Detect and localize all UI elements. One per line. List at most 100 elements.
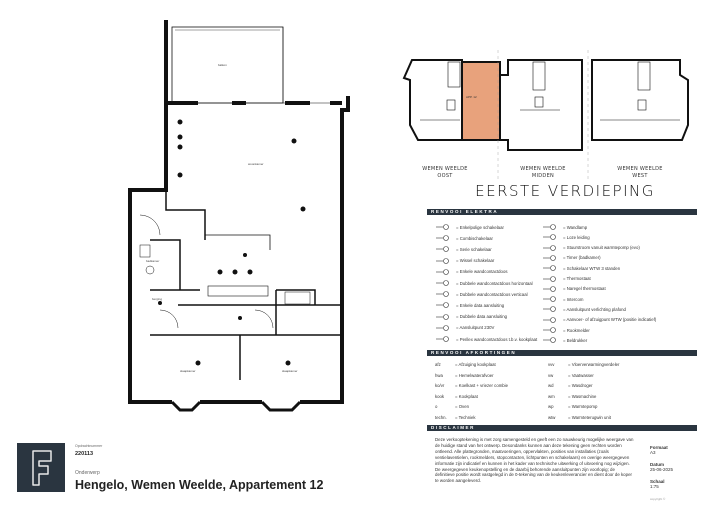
abbr-value: = Warmteterugwin unit xyxy=(568,414,611,420)
legend-item: = Schakelaar WTW 3 standen xyxy=(542,264,620,272)
legend-item-label: = Aanvoer- of afzuigpunt WTW (positie in… xyxy=(563,317,657,323)
abbr-value: = Hemelwaterafvoer xyxy=(455,372,494,378)
legend-item: = Combischakelaar xyxy=(435,234,493,242)
legend-item-label: = Perilex wandcontactdoos t.b.v. kookpla… xyxy=(456,336,538,342)
legend-abbr-header: RENVOOI AFKORTINGEN xyxy=(427,350,697,356)
abbr-value: = Wasdroger xyxy=(568,383,593,388)
legend-item-label: = Dubbele wandcontactdoos verticaal xyxy=(456,291,528,297)
abbr-item: wp = Warmtepomp xyxy=(548,404,597,409)
legend-item: = Stuurstroom vanuit warmtepomp (evo) xyxy=(542,244,640,252)
abbr-value: = Koelkast + vriezer combie xyxy=(455,383,509,388)
legend-item-label: = Stuurstroom vanuit warmtepomp (evo) xyxy=(563,245,640,251)
legend-item-label: = Enkele data aansluiting xyxy=(456,302,505,308)
balcony-outline xyxy=(171,26,284,104)
legend-item-label: = Intercom xyxy=(563,296,584,302)
legend-item: = Enkele data aansluiting xyxy=(435,301,504,309)
legend-item: = Wandlamp xyxy=(542,223,587,231)
legend-symbol-icon xyxy=(543,337,556,344)
legend-item: = Aansluitpunt 230V xyxy=(435,324,494,332)
abbr-item: wm = Wasmachine xyxy=(548,394,596,399)
legend-item: = Wissel schakelaar xyxy=(435,257,494,265)
legend-item-label: = Wandlamp xyxy=(563,224,588,230)
legend-item-label: = Rookmelder xyxy=(563,327,590,333)
abbr-value: = Wasmachine xyxy=(568,393,597,399)
legend-item-label: = Naregel thermostaat xyxy=(563,286,606,292)
abbr-key: kook xyxy=(435,393,445,399)
legend-item: = Dubbele wandcontactdoos horizontaal xyxy=(435,279,533,287)
legend-symbol-icon xyxy=(543,244,556,251)
abbr-item: afz= Afzuiging kookplaat xyxy=(435,362,496,367)
legend-item: = Rookmelder xyxy=(542,326,590,334)
room-label-balkon: balkon xyxy=(218,63,227,67)
abbr-value: = Warmtepomp xyxy=(568,404,598,409)
abbr-value: = Oven xyxy=(455,404,469,409)
abbr-item: wd = Wasdroger xyxy=(548,383,593,388)
legend-item-label: = Thermostaat xyxy=(563,276,591,281)
legend-item: = Loze leiding xyxy=(542,233,590,241)
abbr-item: vw= Vaatwasser xyxy=(548,373,594,378)
legend-item-label: = Dubbele wandcontactdoos horizontaal xyxy=(456,280,533,286)
legend-symbol-icon xyxy=(543,316,556,323)
abbr-key: wp xyxy=(548,404,554,409)
floor-title: EERSTE VERDIEPING xyxy=(475,182,655,200)
legend-symbol-icon xyxy=(543,285,556,292)
legend-symbol-icon xyxy=(436,224,449,230)
legend-symbol-icon xyxy=(436,235,449,241)
legend-symbol-icon xyxy=(436,324,449,331)
room-label-slaapkamer: slaapkamer xyxy=(180,369,196,373)
legend-item-label: = Enkelpolige schakelaar xyxy=(456,224,504,230)
legend-item: = Thermostaat xyxy=(542,275,591,283)
legend-item-label: = Aansluitpunt verlichting plafond xyxy=(563,306,626,312)
legend-symbol-icon xyxy=(436,302,449,309)
legend-item-label: = Timer (badkamer) xyxy=(563,255,601,261)
legend-item-label: = Aansluitpunt 230V xyxy=(456,325,495,331)
abbr-value: = Kookplaat xyxy=(455,393,478,399)
legend-symbol-icon xyxy=(543,327,556,333)
abbr-key: o xyxy=(435,404,438,409)
highlight-label: APP. 12 xyxy=(466,95,477,99)
abbr-item: ko/vr= Koelkast + vriezer combie xyxy=(435,383,508,388)
legend-item: = Enkelpolige schakelaar xyxy=(435,223,504,231)
legend-symbol-icon xyxy=(436,313,449,320)
abbr-key: wd xyxy=(548,383,554,388)
legend-item-label: = Wissel schakelaar xyxy=(456,258,495,264)
legend-item: = Aansluitpunt verlichting plafond xyxy=(542,305,626,313)
abbr-key: afz xyxy=(435,362,441,367)
room-label-woonkamer: woonkamer xyxy=(248,162,264,166)
abbr-item: wtw= Warmteterugwin unit xyxy=(548,415,611,420)
abbr-item: o = Oven xyxy=(435,404,469,409)
order-label: Opdrachtnummer xyxy=(75,444,103,448)
legend-item-label: = Serie schakelaar xyxy=(456,246,492,252)
room-label-berging: berging xyxy=(152,297,162,301)
abbr-key: wm xyxy=(548,393,555,399)
legend-item: = Aanvoer- of afzuigpunt WTW (positie in… xyxy=(542,316,656,324)
legend-symbol-icon xyxy=(436,336,449,342)
abbr-key: hwa xyxy=(435,372,443,378)
highlighted-apartment xyxy=(461,61,501,141)
legend-item: = Naregel thermostaat xyxy=(542,285,606,293)
legend-item-label: = Loze leiding xyxy=(563,234,590,240)
legend-symbol-icon xyxy=(543,306,556,313)
order-number: 220113 xyxy=(75,451,94,457)
disclaimer-header: DISCLAIMER xyxy=(427,425,697,431)
legend-symbol-icon xyxy=(436,268,449,275)
legend-item: = Dubbele wandcontactdoos verticaal xyxy=(435,290,528,298)
legend-item-label: = Enkele wandcontactdoos xyxy=(456,269,508,275)
subject-label: Onderwerp xyxy=(75,470,100,476)
legend-symbol-icon xyxy=(436,280,449,286)
legend-symbol-icon xyxy=(436,257,449,264)
legend-symbol-icon xyxy=(436,246,449,253)
key-plan xyxy=(402,50,689,180)
ceiling-light-points xyxy=(158,119,306,366)
abbr-key: techn. xyxy=(435,414,447,420)
legend-symbol-icon xyxy=(543,234,556,241)
legend-item-label: = Combischakelaar xyxy=(456,235,493,241)
abbr-value: = Vloerverwarmingverdeler xyxy=(568,362,620,367)
abbr-item: hwa = Hemelwaterafvoer xyxy=(435,373,494,378)
disclaimer-text: Deze verkooptekening is met zorg samenge… xyxy=(435,437,634,484)
